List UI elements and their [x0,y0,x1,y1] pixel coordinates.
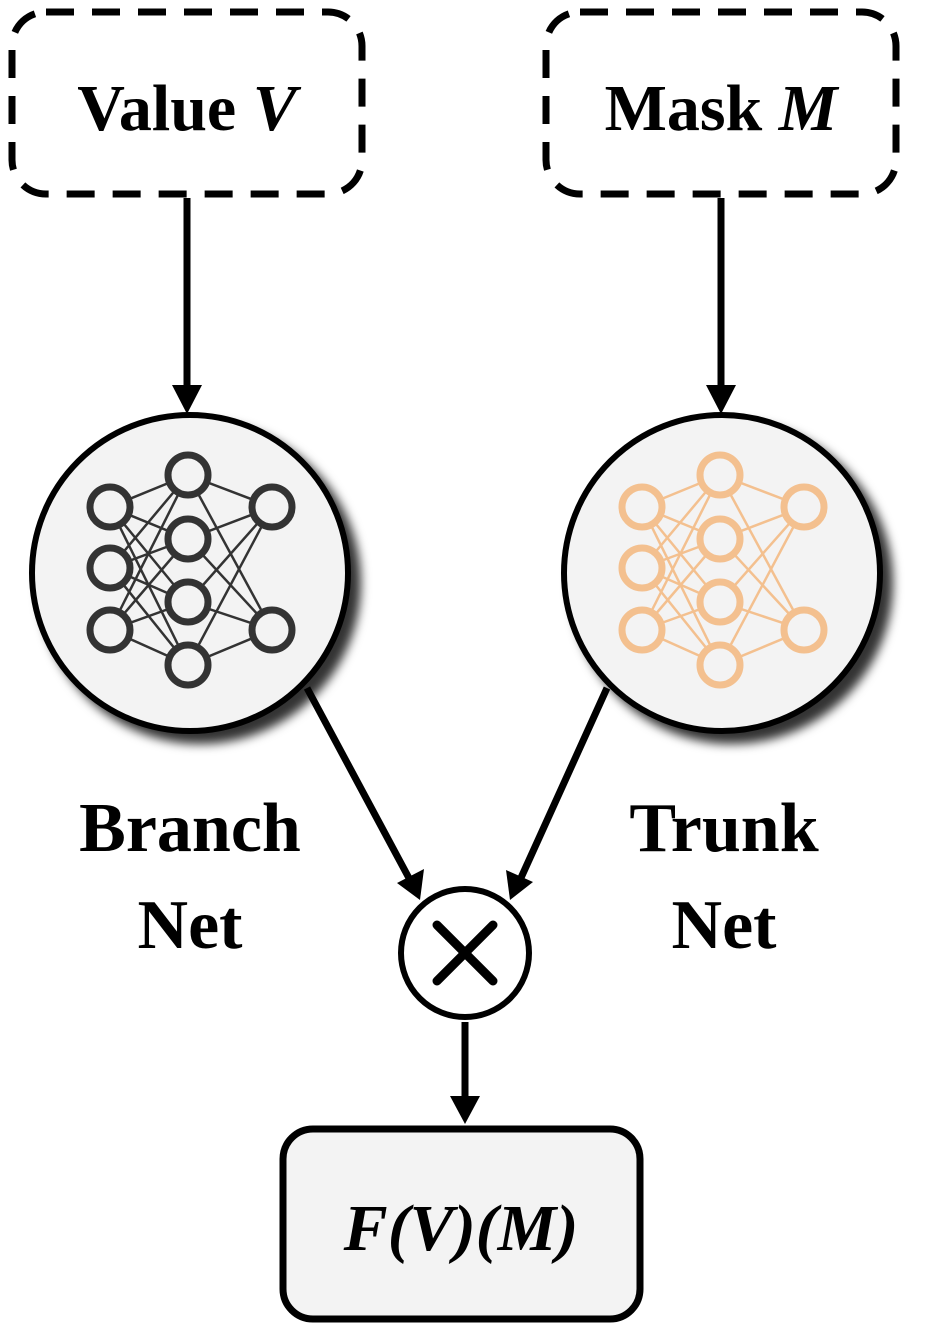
neural-network-icon [618,451,828,689]
output-label: F(V)(M) [343,1192,579,1265]
branch-net-node [29,412,351,734]
value-input-text: Value [77,72,236,145]
network-connection [718,506,806,666]
network-connection [108,474,190,631]
mask-input-symbol: M [778,72,840,145]
network-neuron [618,483,666,531]
network-connection [640,474,722,631]
network-neuron [696,451,744,499]
arrow-branch-to-product [303,686,414,882]
mask-input-text: Mask [605,72,763,145]
value-input-symbol: V [253,72,302,145]
network-neuron [248,483,296,531]
network-neuron [86,483,134,531]
value-input-box [8,8,366,198]
mask-input-box [542,8,900,198]
value-input-node: Value V [8,8,366,198]
mask-input-label: Mask M [605,72,840,145]
network-neuron [696,641,744,689]
network-neuron [780,606,828,654]
trunk-net-label-line1: Trunk [629,790,818,867]
network-connection [718,474,806,631]
branch-net-label-line2: Net [138,887,243,964]
network-neuron [164,578,212,626]
output-box [279,1125,644,1323]
network-connection [186,506,274,666]
network-neuron [618,606,666,654]
arrowhead-value-to-branch [172,385,202,414]
arrow-trunk-to-product [516,686,611,882]
network-neuron [780,483,828,531]
network-neuron [248,606,296,654]
network-neuron [86,544,134,592]
network-neuron [164,451,212,499]
arrowhead-trunk-to-product [506,870,533,900]
network-connection [186,474,274,631]
branch-net-label-line1: Branch [79,790,301,867]
product-operator [398,886,532,1020]
arrowhead-branch-to-product [397,869,424,900]
mask-input-node: Mask M [542,8,900,198]
multiply-icon [432,920,498,986]
trunk-net-label-line2: Net [672,887,777,964]
network-neuron [696,578,744,626]
arrowhead-mask-to-trunk [706,385,736,414]
arrowhead-product-to-output [450,1096,480,1124]
network-neuron [86,606,134,654]
value-input-label: Value V [77,72,301,145]
network-neuron [164,515,212,563]
network-neuron [696,515,744,563]
network-neuron [164,641,212,689]
neural-network-icon [86,451,296,689]
output-node: F(V)(M) [279,1125,644,1323]
network-neuron [618,544,666,592]
trunk-net-node [561,412,883,734]
arrows [172,198,736,1124]
